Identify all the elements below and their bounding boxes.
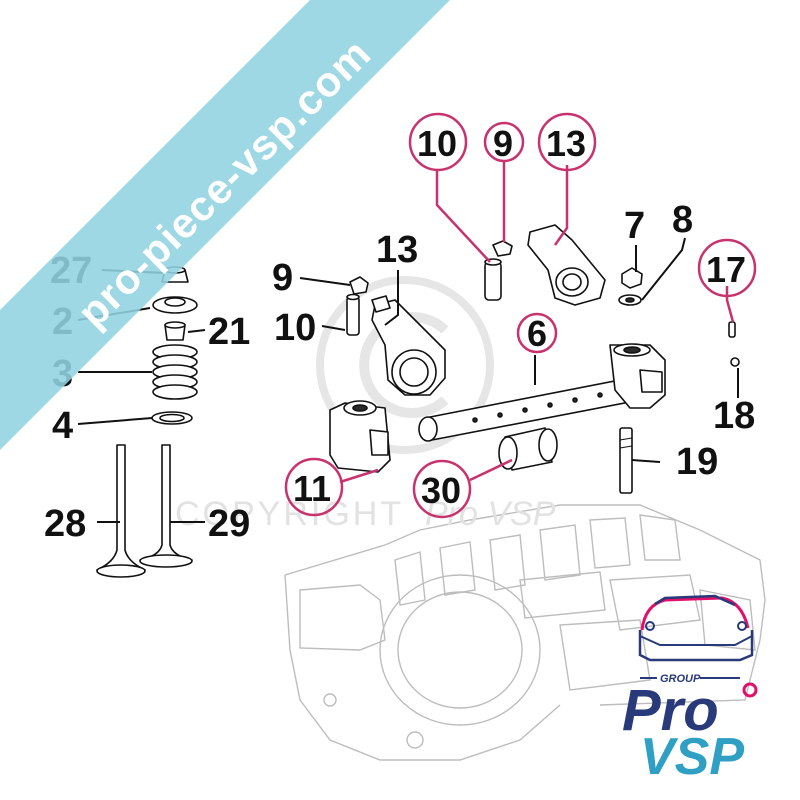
spacer-sleeve-30: [498, 427, 558, 471]
nut-7: [621, 267, 643, 289]
callout-30: 30: [421, 470, 461, 511]
logo-line2: VSP: [640, 728, 744, 786]
rocker-shaft-6: [418, 377, 641, 442]
callout-28: 28: [44, 503, 86, 545]
adjust-screw-10b: [484, 258, 502, 301]
rocker-support-11: [329, 400, 391, 473]
callout-18: 18: [713, 395, 755, 437]
pin-17: [728, 321, 736, 338]
callout-19: 19: [676, 441, 718, 483]
engine-block-outline: [284, 504, 766, 761]
rocker-support-right: [609, 343, 666, 409]
callout-13b: 13: [546, 123, 586, 164]
site-banner: pro-piece-vsp.com: [0, 0, 450, 450]
stud-19: [619, 427, 633, 494]
spring-retainer-2: [152, 296, 198, 314]
valve-seal-21: [164, 321, 186, 341]
callout-13a: 13: [376, 229, 418, 271]
spring-seat-4: [151, 411, 193, 425]
valve-spring-3: [152, 344, 198, 400]
washer-8: [618, 294, 642, 306]
callout-9a: 9: [272, 257, 293, 299]
valve-29: [139, 444, 193, 568]
logo-line1: Pro: [622, 678, 719, 743]
callout-21: 21: [208, 311, 250, 353]
nut-9b: [492, 240, 513, 257]
valve-28: [96, 444, 146, 578]
callout-4: 4: [52, 405, 73, 447]
logo-group-text: GROUP: [660, 673, 701, 685]
site-banner-text: pro-piece-vsp.com: [68, 29, 379, 336]
copyright-roundel: [316, 276, 494, 454]
callout-6: 6: [527, 313, 547, 354]
pro-vsp-logo: GROUP Pro VSP: [622, 594, 758, 786]
adjust-screw-10a: [346, 293, 360, 336]
callout-17: 17: [706, 249, 746, 290]
callout-29: 29: [208, 503, 250, 545]
rocker-arm-13b: [527, 224, 606, 306]
callout-11: 11: [293, 468, 331, 509]
callout-9b: 9: [493, 123, 513, 164]
callout-10a: 10: [274, 307, 316, 349]
ball-18: [730, 357, 740, 367]
callout-7: 7: [624, 205, 645, 247]
callout-10b: 10: [417, 123, 457, 164]
callout-8: 8: [672, 199, 693, 241]
nut-9a: [349, 276, 369, 295]
rocker-arm-13a: [371, 295, 446, 396]
copyright-brand: Pro VSP: [425, 495, 556, 533]
copyright-text: COPYRIGHT: [175, 495, 404, 533]
